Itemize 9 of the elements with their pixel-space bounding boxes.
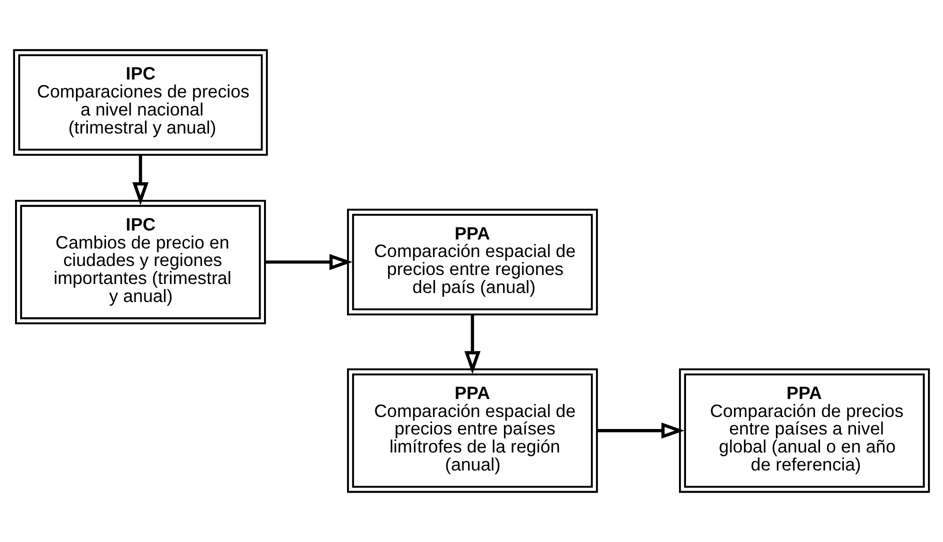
- arrow: [132, 155, 149, 206]
- node-box: PPA Comparación de precios entre países a nivel global (anual o en año de referencia): [678, 368, 930, 493]
- arrow: [264, 254, 352, 270]
- node-box: PPA Comparación espacial de precios entre países limítrofes de la región (anual): [347, 368, 598, 493]
- arrow: [464, 314, 481, 374]
- arrow: [596, 422, 684, 439]
- node-box: IPC Cambios de precio en ciudades y regiones importantes (trimestral y anual): [15, 200, 266, 324]
- node-box: IPC Comparaciones de precios a nivel nacional (trimestral y anual): [13, 49, 268, 156]
- node-box: PPA Comparación espacial de precios entre regiones del país (anual): [347, 208, 598, 316]
